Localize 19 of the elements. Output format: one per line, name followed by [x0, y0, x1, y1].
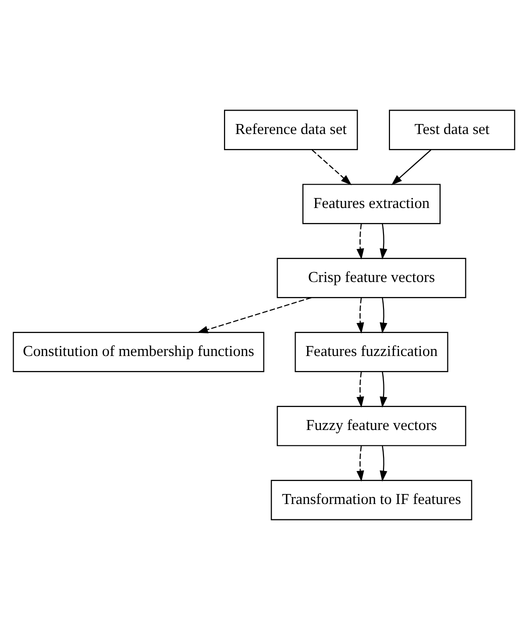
node-box: Test data set	[388, 110, 515, 150]
node-box: Fuzzy feature vectors	[276, 406, 466, 446]
arrow	[356, 224, 364, 260]
node-box: Features extraction	[302, 184, 440, 224]
arrow	[196, 297, 311, 334]
arrow	[390, 150, 431, 186]
arrow	[356, 372, 364, 408]
node-box: Features fuzzification	[294, 332, 448, 372]
arrow	[356, 446, 364, 482]
arrow	[379, 372, 387, 408]
node-box: Reference data set	[224, 110, 358, 150]
node-box: Transformation to IF features	[270, 480, 472, 520]
node-box: Constitution of membership functions	[12, 332, 264, 372]
arrow	[379, 298, 387, 334]
node-box: Crisp feature vectors	[276, 258, 466, 298]
arrow	[379, 224, 387, 260]
arrow	[311, 150, 352, 186]
arrow	[356, 298, 364, 334]
arrow	[379, 446, 387, 482]
